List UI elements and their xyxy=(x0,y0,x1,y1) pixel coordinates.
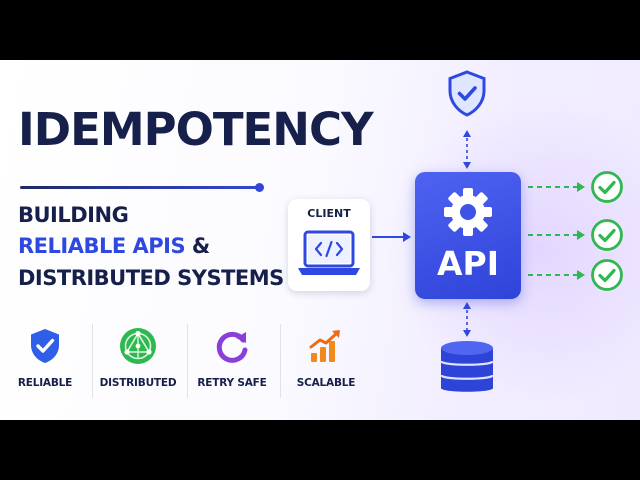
shield-check-icon xyxy=(448,70,486,117)
laptop-code-icon xyxy=(298,230,360,275)
gear-icon xyxy=(444,188,492,236)
check-circle-icon xyxy=(591,219,623,251)
api-box: API xyxy=(415,172,521,299)
feature-label: RELIABLE xyxy=(17,377,73,389)
feature-reliable: RELIABLE xyxy=(0,322,90,402)
subtitle-ampersand: & xyxy=(191,234,210,258)
check-circle-icon xyxy=(591,171,623,203)
shield-check-icon xyxy=(31,329,59,363)
main-title: IDEMPOTENCY xyxy=(18,103,374,156)
feature-label: SCALABLE xyxy=(296,377,356,389)
diagram-connectors xyxy=(372,130,585,337)
database-icon xyxy=(439,341,495,392)
retry-arrow-icon xyxy=(216,331,248,363)
subtitle-line-1: BUILDING xyxy=(18,203,129,227)
title-underline xyxy=(20,186,258,189)
growth-chart-icon xyxy=(309,330,340,362)
subtitle-highlight: RELIABLE APIS xyxy=(18,234,186,258)
feature-divider xyxy=(92,324,93,398)
feature-retry-safe: RETRY SAFE xyxy=(187,322,277,402)
subtitle-line-3: DISTRIBUTED SYSTEMS xyxy=(18,266,284,290)
title-underline-dot xyxy=(255,183,264,192)
client-card: CLIENT xyxy=(288,199,370,291)
thumbnail-canvas: IDEMPOTENCY BUILDING RELIABLE APIS & DIS… xyxy=(0,60,640,420)
feature-divider xyxy=(280,324,281,398)
api-label: API xyxy=(436,244,499,283)
feature-label: RETRY SAFE xyxy=(197,377,267,389)
feature-divider xyxy=(187,324,188,398)
feature-scalable: SCALABLE xyxy=(281,322,371,402)
feature-distributed: DISTRIBUTED xyxy=(93,322,183,402)
client-to-api-arrowhead xyxy=(403,232,411,242)
feature-label: DISTRIBUTED xyxy=(99,377,177,389)
check-circle-icon xyxy=(591,259,623,291)
network-globe-icon xyxy=(120,328,156,364)
subtitle-line-2: RELIABLE APIS & xyxy=(18,236,210,257)
client-label: CLIENT xyxy=(307,207,351,220)
